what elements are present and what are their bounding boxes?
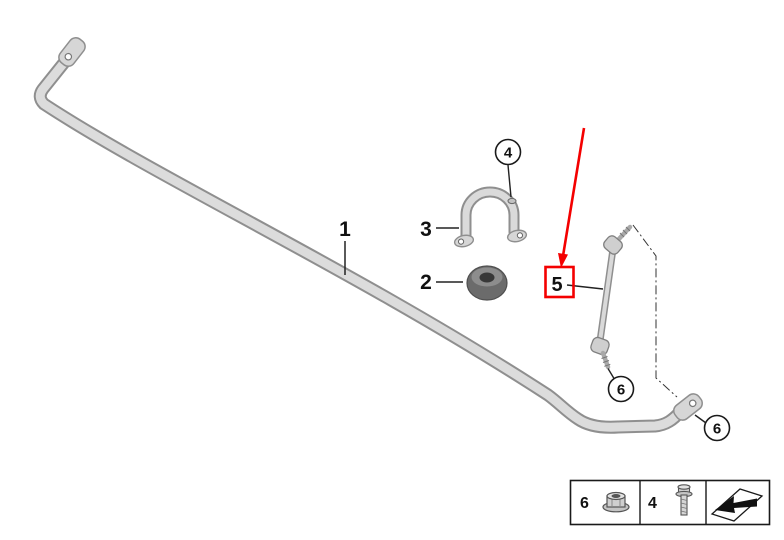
annotation-arrow-shaft [561, 127, 586, 257]
clamp-bracket-body [462, 188, 518, 240]
callout-4-circle [494, 138, 522, 166]
bar-end-tab-left [58, 37, 86, 67]
hex-bolt-thread-3 [680, 506, 688, 509]
stabilizer-bar [33, 37, 703, 434]
clamp-bracket [453, 186, 528, 248]
link-bottom-stud-thread-1 [601, 356, 608, 359]
link-bottom-joint-housing [590, 336, 610, 356]
clamp-flange-left [453, 234, 475, 248]
link-top-stud-thread-3 [625, 226, 631, 232]
hex-bolt-icon [675, 484, 693, 516]
bar-end-tab-left-hole [64, 52, 73, 61]
clamp-flange-right-hole [516, 232, 524, 239]
callout-4-label: 4 [504, 145, 513, 162]
clamp-flange-left-hole [457, 238, 465, 245]
link-top-stud-thread-1 [619, 232, 625, 238]
stabilizer-bar-body [35, 54, 686, 432]
hex-bolt-head-top [677, 484, 691, 490]
callout-6-bar-circled[interactable]: 6 [703, 414, 731, 442]
clamp-bolt-head [507, 197, 517, 205]
link-top-joint [603, 235, 623, 255]
hex-bolt-thread-4 [680, 510, 688, 513]
annotation-arrow [558, 127, 586, 268]
flange-nut-hole [611, 494, 621, 498]
callout-6-link-circled[interactable]: 6 [607, 375, 635, 403]
callout-6-bar-leader [694, 414, 707, 424]
flange-nut-icon [602, 491, 630, 513]
direction-arrow-glyph [715, 496, 757, 513]
callout-6-link-leader [607, 368, 615, 379]
annotation-arrow-head [558, 253, 568, 268]
callout-3-label[interactable]: 3 [420, 218, 432, 241]
callout-5-label[interactable]: 5 [551, 274, 562, 296]
hex-bolt-thread-1 [680, 498, 688, 501]
stabilizer-link [590, 224, 678, 398]
hex-bolt-shaft [680, 494, 688, 516]
legend-bolt-label: 4 [648, 495, 657, 512]
bar-end-tab-right [673, 393, 703, 421]
callout-6-bar-label: 6 [713, 421, 721, 438]
link-top-joint-housing [603, 235, 623, 255]
link-bottom-stud [600, 350, 611, 370]
highlight-box [544, 265, 575, 299]
rubber-bushing [466, 265, 508, 301]
callout-4-leader [507, 164, 512, 198]
callout-6-link-label: 6 [617, 382, 625, 399]
callout-6-bar-circle [703, 414, 731, 442]
legend-nut-label: 6 [580, 495, 589, 512]
link-bottom-stud-thread-2 [602, 360, 610, 363]
hex-bolt-thread-2 [680, 502, 688, 505]
direction-arrow-icon [710, 488, 764, 522]
bar-end-tab-right-hole [688, 399, 697, 408]
legend-table: 6 4 [569, 479, 771, 526]
callout-1-label[interactable]: 1 [339, 218, 351, 241]
callout-2-label[interactable]: 2 [420, 271, 432, 294]
callout-6-link-circle [607, 375, 635, 403]
clamp-flange-right [506, 229, 528, 243]
link-rod-body [598, 247, 615, 343]
assembly-dashdot-line [632, 224, 678, 398]
callout-4-circled[interactable]: 4 [494, 138, 522, 166]
link-bottom-stud-thread-3 [604, 363, 611, 367]
link-bottom-joint [590, 336, 610, 356]
bushing-hole [479, 272, 495, 283]
link-top-stud-thread-2 [622, 229, 628, 235]
